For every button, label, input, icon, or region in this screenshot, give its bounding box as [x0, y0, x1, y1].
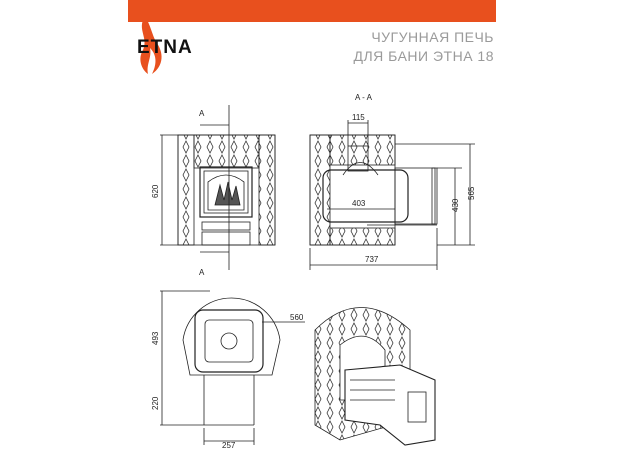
dim-height-door: 430 — [451, 198, 460, 212]
dim-width-pipe: 257 — [222, 441, 236, 450]
dim-diameter: 560 — [290, 313, 304, 322]
page-title: ЧУГУННАЯ ПЕЧЬ ДЛЯ БАНИ ЭТНА 18 — [354, 28, 494, 66]
section-view — [309, 120, 475, 270]
dim-height-front: 620 — [151, 184, 160, 198]
flame-logo-icon — [140, 16, 162, 74]
top-view — [160, 290, 305, 445]
title-line-2: ДЛЯ БАНИ ЭТНА 18 — [353, 48, 494, 64]
dim-height-pipe: 220 — [151, 396, 160, 410]
dim-height-body: 493 — [151, 331, 160, 345]
isometric-view — [314, 307, 436, 446]
header-accent-bar — [128, 0, 496, 22]
brand-logo: ETNA — [137, 37, 193, 58]
dim-firebox-depth: 403 — [352, 199, 366, 208]
title-line-1: ЧУГУННАЯ ПЕЧЬ — [371, 29, 494, 45]
dim-length-total: 737 — [365, 255, 379, 264]
section-mark-bottom: A — [199, 268, 205, 277]
front-view — [160, 105, 276, 270]
dim-height-total: 565 — [467, 186, 476, 200]
section-mark-top: A — [199, 109, 205, 118]
dim-flue: 115 — [352, 113, 365, 122]
section-label: A - A — [355, 93, 373, 102]
